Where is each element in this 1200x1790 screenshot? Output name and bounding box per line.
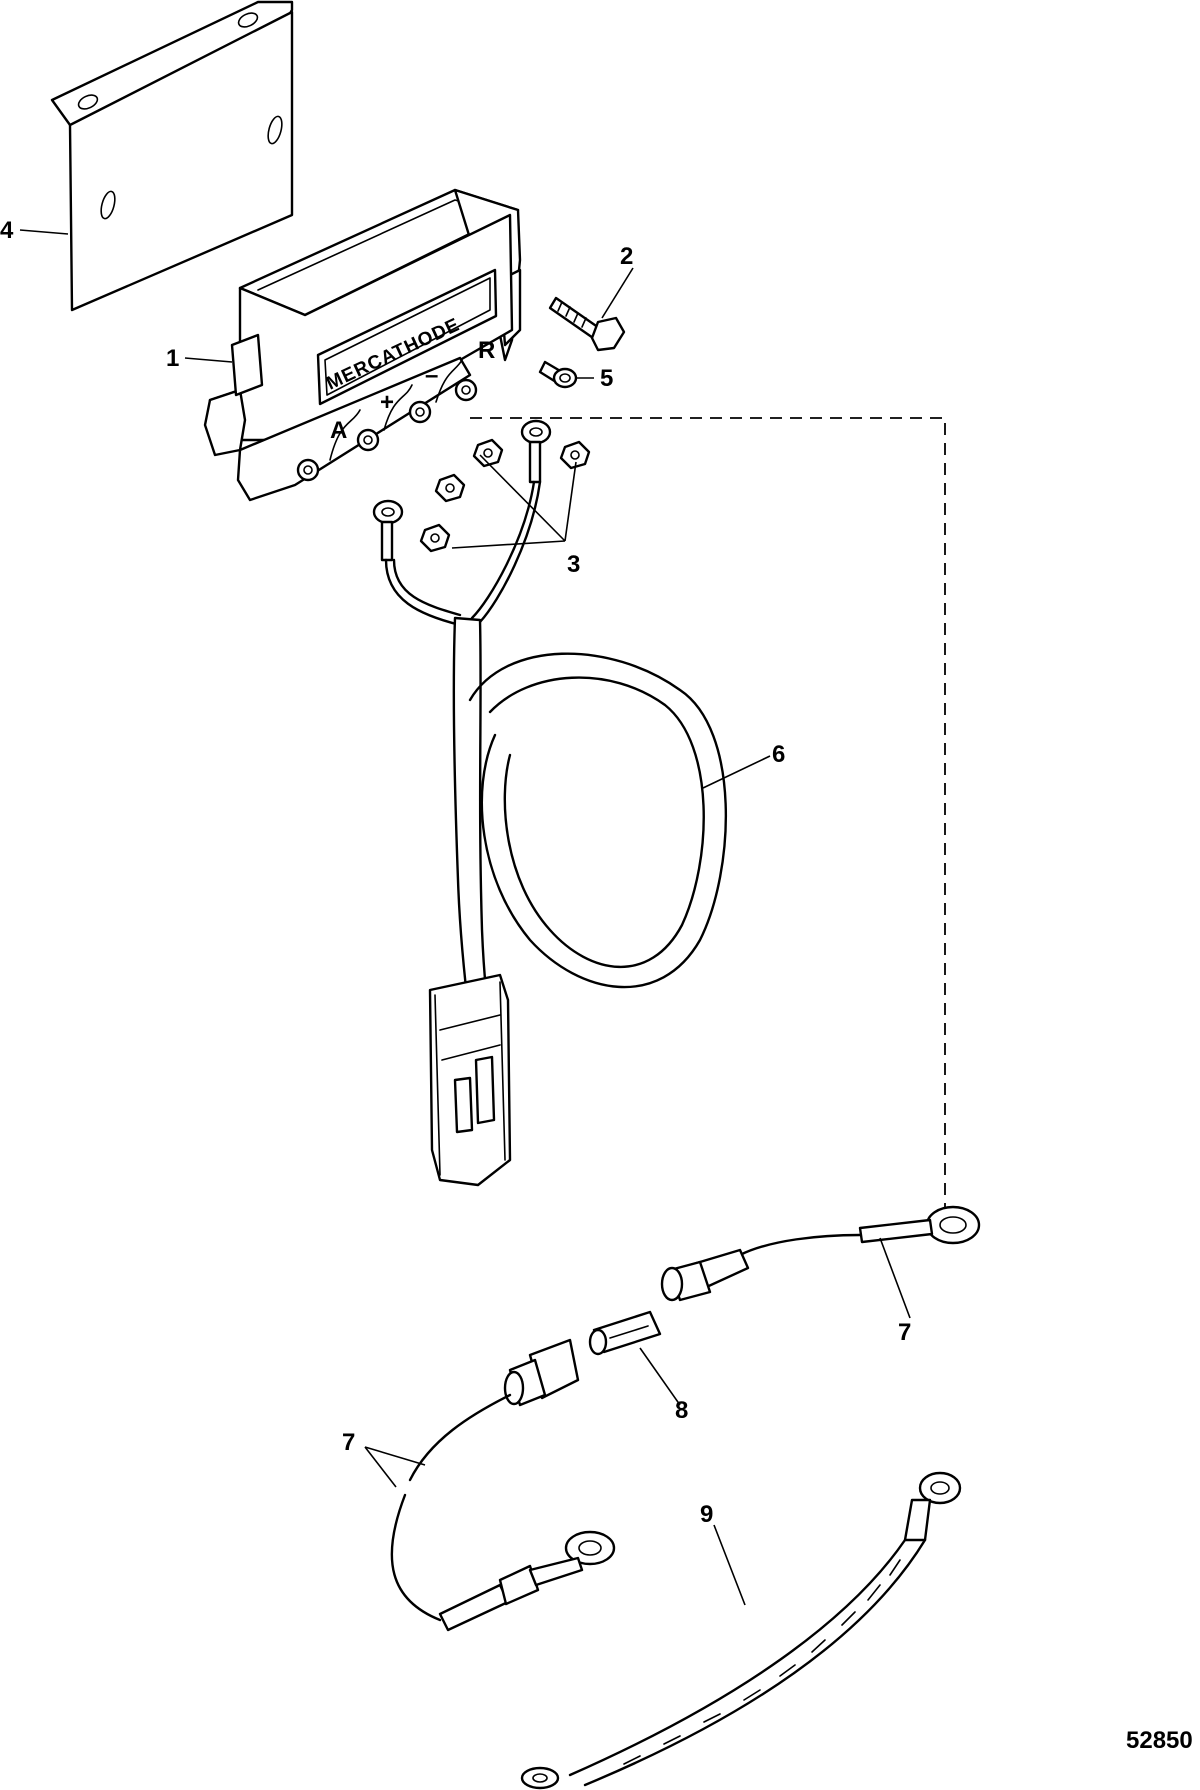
callout-4: 4	[0, 217, 14, 244]
callout-6: 6	[772, 741, 785, 768]
screw	[548, 296, 626, 352]
ground-strap	[520, 1471, 962, 1790]
connection-path	[470, 417, 946, 1210]
fuse-lead	[390, 1205, 981, 1632]
mercathode-controller	[203, 188, 522, 502]
fuse	[588, 1310, 662, 1356]
callout-9: 9	[700, 1501, 713, 1528]
leader-lines	[19, 229, 911, 1606]
wiring-harness	[372, 419, 728, 1187]
callout-7b: 7	[342, 1429, 355, 1456]
callout-labels: 1 2 3 4 5 6 7 7 8 9	[0, 217, 911, 1528]
callout-2: 2	[620, 243, 633, 270]
callout-1: 1	[166, 345, 179, 372]
terminal-label-r: R	[478, 337, 495, 364]
callout-3: 3	[567, 551, 580, 578]
mounting-bracket	[50, 0, 294, 312]
terminal-studs	[296, 359, 478, 482]
terminal-label-a: A	[330, 417, 347, 444]
terminal-label-minus: –	[425, 362, 438, 389]
callout-7a: 7	[898, 1319, 911, 1346]
callout-8: 8	[675, 1397, 688, 1424]
terminal-label-plus: +	[380, 389, 394, 416]
hex-nuts	[419, 438, 591, 553]
screw-with-washer	[538, 360, 578, 389]
callout-5: 5	[600, 365, 613, 392]
figure-number: 52850	[1126, 1727, 1193, 1754]
